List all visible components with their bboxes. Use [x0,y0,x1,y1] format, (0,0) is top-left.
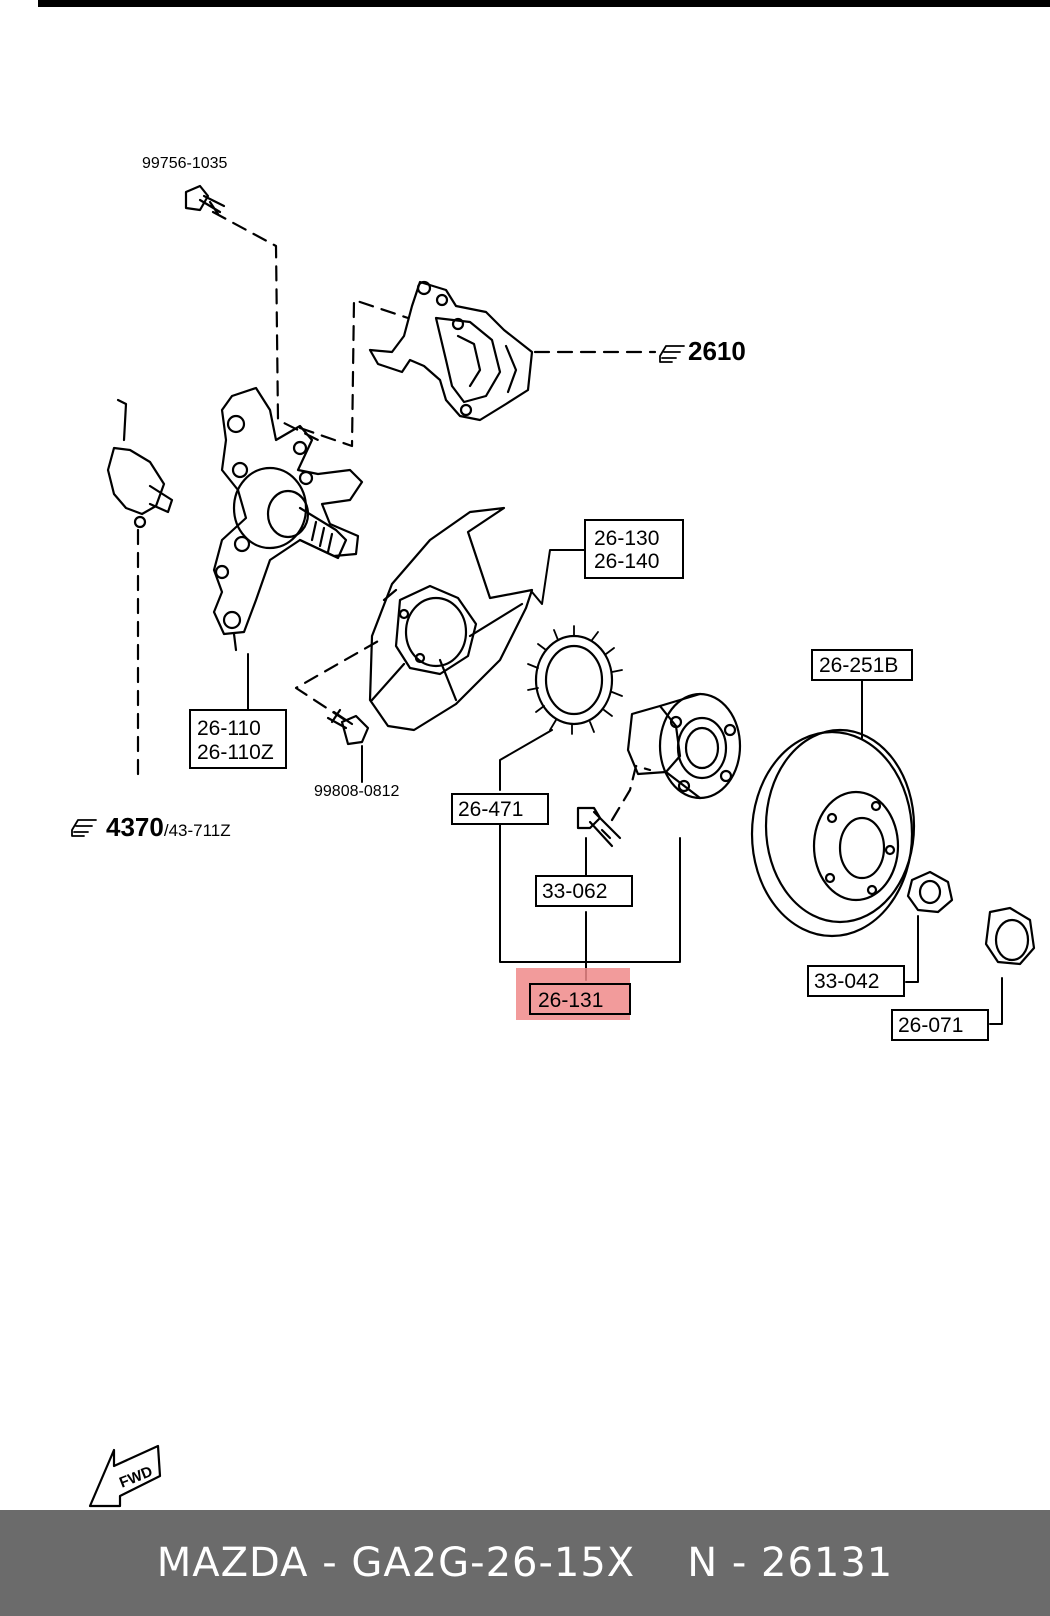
label-abs-ref-sub: /43-711Z [164,821,231,840]
label-backing-plate-1: 26-130 [594,527,659,550]
label-knuckle-1: 26-110 [197,717,261,740]
footer-part-number: N - 26131 [687,1540,894,1586]
label-abs-ref-main: 4370 [106,812,164,842]
fwd-arrow [88,1444,162,1508]
label-box-backing-plate [584,519,684,579]
nut-part [906,870,954,914]
label-cap: 26-071 [898,1014,963,1037]
dashed-guide-lines [136,210,657,822]
cap-part [984,906,1036,966]
label-sensor-ring: 26-471 [458,798,523,821]
hand-pointer-icon-4370 [71,819,97,837]
parts-diagram: 99756-1035 2610 26-130 26-140 26-251B 26… [71,155,1036,1508]
label-box-disc [811,649,913,681]
leader-lines [247,549,1003,1025]
hub-part [626,692,742,800]
label-backing-plate-2: 26-140 [594,550,659,573]
bolt-small-part [326,708,370,746]
label-box-nut [807,965,905,997]
sensor-ring-part [527,625,623,735]
label-box-hub-bolt [535,875,633,907]
label-disc: 26-251B [819,654,898,677]
label-abs-ref: 4370/43-711Z [106,812,231,842]
label-hub-bolt: 33-062 [542,880,607,903]
label-caliper-ref: 2610 [688,336,746,366]
label-bolt-small: 99808-0812 [314,783,400,800]
disc-part [750,728,916,938]
label-hub-assembly: 26-131 [538,989,603,1012]
footer-brand-part: MAZDA - GA2G-26-15X [156,1540,636,1586]
knuckle-part [212,386,364,652]
label-box-cap [891,1009,989,1041]
footer-bar: MAZDA - GA2G-26-15X N - 26131 [0,1510,1050,1616]
highlight-26-131 [516,968,630,1020]
caliper-part [368,280,534,422]
abs-sensor-part [106,398,174,529]
top-rule [38,0,1050,7]
label-knuckle-2: 26-110Z [197,741,274,764]
label-bolt-top: 99756-1035 [142,155,228,172]
bolt-top-part [184,184,226,216]
label-nut: 33-042 [814,970,879,993]
hand-pointer-icon-2610 [659,345,685,363]
backing-plate-part [368,506,534,732]
label-box-sensor-ring [451,793,549,825]
label-box-knuckle [189,709,287,769]
label-box-hub-assembly [529,983,631,1015]
hub-bolt-part [576,806,622,848]
